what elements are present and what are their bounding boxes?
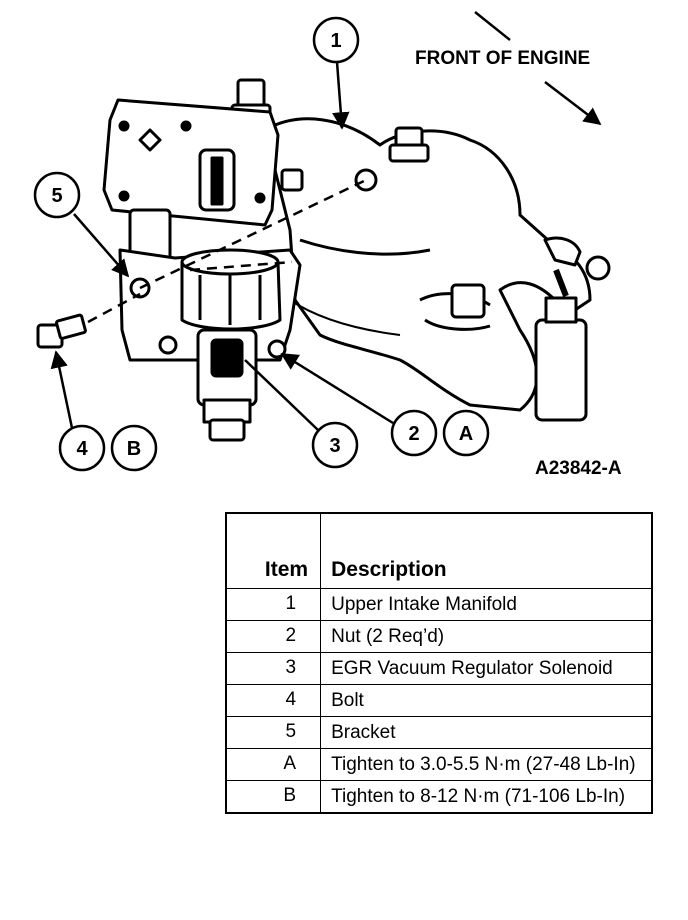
svg-text:2: 2 xyxy=(408,423,419,445)
callout-a: A xyxy=(442,409,490,457)
egr-vacuum-regulator-solenoid-drawing xyxy=(180,248,282,442)
table-row: B Tighten to 8-12 N·m (71-106 Lb-In) xyxy=(225,780,653,813)
svg-text:A: A xyxy=(459,423,473,445)
callout-3: 3 xyxy=(311,421,359,469)
upper-intake-manifold-drawing xyxy=(263,117,611,422)
engine-illustration: FRONT OF ENGINE 1 5 4 B 3 2 A A23842-A xyxy=(33,11,622,479)
callout-2: 2 xyxy=(390,409,438,457)
svg-text:B: B xyxy=(127,438,141,460)
description-cell: Tighten to 8-12 N·m (71-106 Lb-In) xyxy=(320,780,653,813)
item-cell: A xyxy=(225,748,322,781)
item-cell: 3 xyxy=(225,652,322,685)
assembly-lines xyxy=(87,178,367,324)
table-row: 3 EGR Vacuum Regulator Solenoid xyxy=(225,652,653,685)
callout-4: 4 xyxy=(58,424,106,472)
bolt-drawing xyxy=(36,313,87,349)
table-row: A Tighten to 3.0-5.5 N·m (27-48 Lb-In) xyxy=(225,748,653,781)
table-row: 4 Bolt xyxy=(225,684,653,717)
description-cell: EGR Vacuum Regulator Solenoid xyxy=(320,652,653,685)
svg-text:5: 5 xyxy=(51,185,62,207)
item-cell: 4 xyxy=(225,684,322,717)
front-of-engine-label: FRONT OF ENGINE xyxy=(415,48,590,69)
callout-1: 1 xyxy=(312,16,360,64)
table-row: 2 Nut (2 Req’d) xyxy=(225,620,653,653)
item-cell: 2 xyxy=(225,620,322,653)
svg-text:4: 4 xyxy=(76,438,88,460)
parts-table: Item Description 1 Upper Intake Manifold… xyxy=(225,512,653,814)
svg-text:1: 1 xyxy=(330,30,341,52)
description-cell: Bolt xyxy=(320,684,653,717)
callout-5: 5 xyxy=(33,171,81,219)
front-of-engine-arrow xyxy=(474,11,602,126)
table-header-row: Item Description xyxy=(225,512,653,589)
figure-id: A23842-A xyxy=(535,458,622,479)
description-cell: Bracket xyxy=(320,716,653,749)
description-cell: Upper Intake Manifold xyxy=(320,588,653,621)
description-cell: Nut (2 Req’d) xyxy=(320,620,653,653)
description-cell: Tighten to 3.0-5.5 N·m (27-48 Lb-In) xyxy=(320,748,653,781)
table-row: 5 Bracket xyxy=(225,716,653,749)
sensor-module-drawing xyxy=(102,98,304,272)
svg-text:3: 3 xyxy=(329,435,340,457)
item-header: Item xyxy=(225,512,322,589)
description-header: Description xyxy=(320,512,653,589)
callout-b: B xyxy=(110,424,158,472)
item-cell: 1 xyxy=(225,588,322,621)
table-row: 1 Upper Intake Manifold xyxy=(225,588,653,621)
leader-lines xyxy=(50,61,394,431)
item-cell: B xyxy=(225,780,322,813)
item-cell: 5 xyxy=(225,716,322,749)
